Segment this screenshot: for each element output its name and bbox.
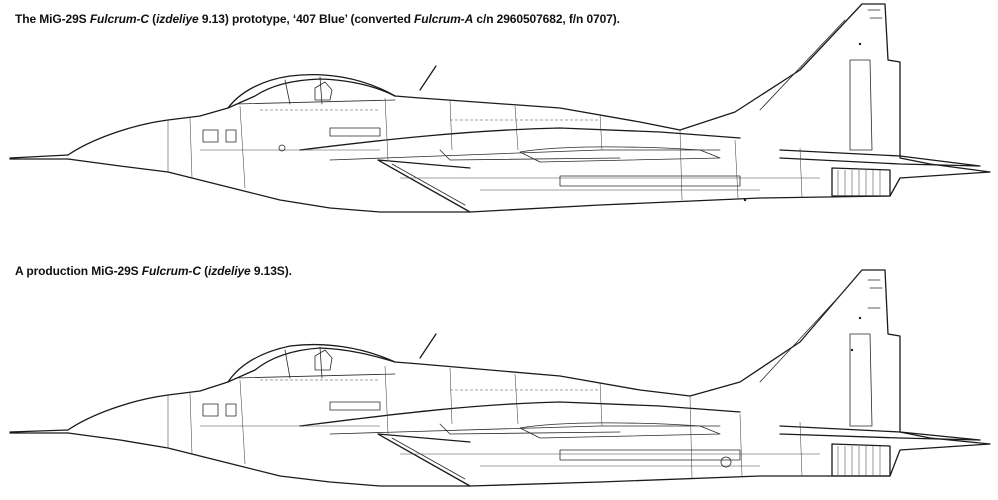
caption-part: Fulcrum-A [414,12,474,26]
caption-part: ( [200,264,209,278]
aircraft-outline [9,3,991,213]
aircraft-outline [9,269,991,487]
caption-part: 9.13S). [250,264,292,278]
aircraft-side-view-prototype [9,3,991,213]
caption-part: izdeliye [156,12,199,26]
aircraft-side-view-production [9,269,991,487]
caption-prototype: The MiG-29S Fulcrum-C (izdeliye 9.13) pr… [15,12,620,26]
caption-part: Fulcrum-C [141,264,201,278]
caption-part: c/n 2960507682, f/n 0707). [473,12,620,26]
caption-part: ( [148,12,157,26]
caption-part: 9.13) prototype, ‘407 Blue’ (converted [198,12,415,26]
caption-part: izdeliye [208,264,251,278]
caption-part: Fulcrum-C [89,12,149,26]
caption-production: A production MiG-29S Fulcrum-C (izdeliye… [15,264,292,278]
caption-part: The MiG-29S [15,12,90,26]
caption-part: A production MiG-29S [15,264,142,278]
